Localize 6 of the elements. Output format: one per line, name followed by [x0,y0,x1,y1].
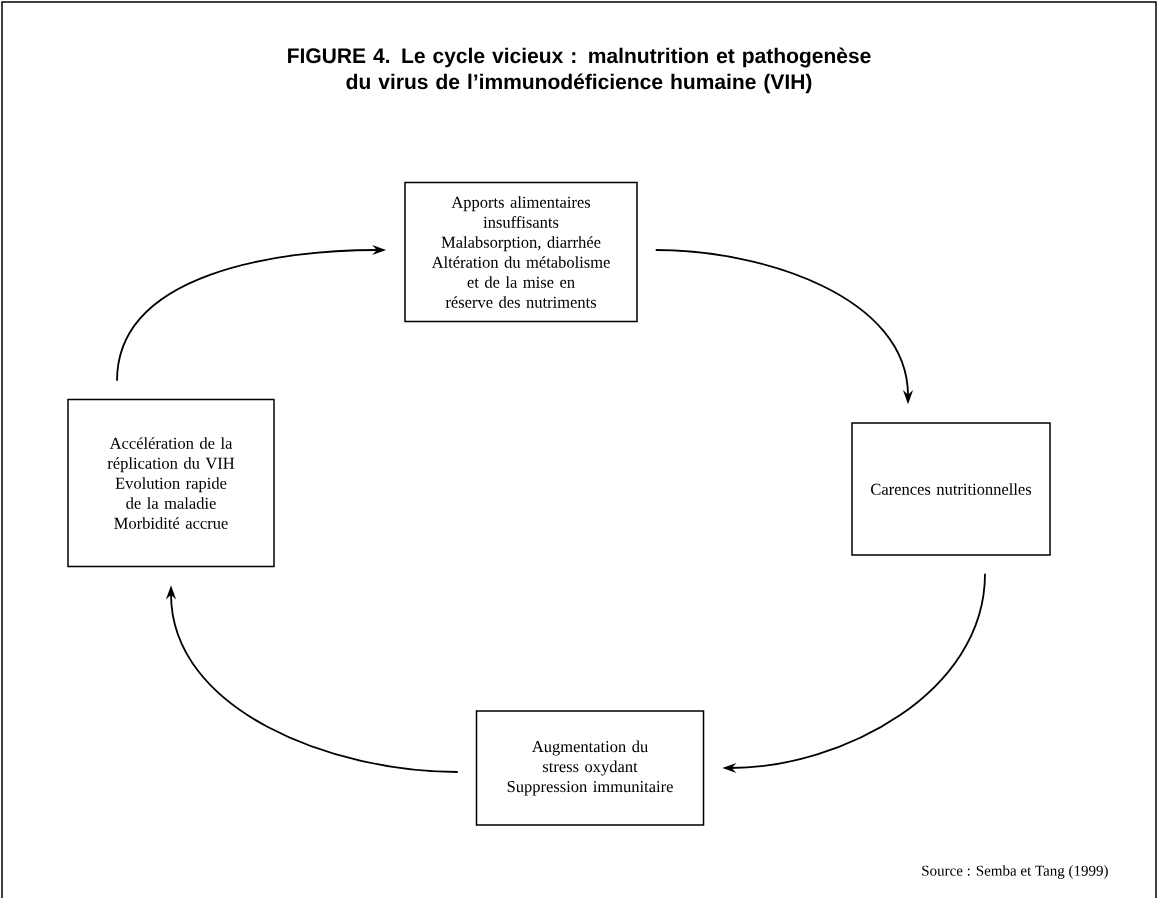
text-box: Apports alimentaires insuffisants Malabsorption, diarrhée Altération du métabolisme et de la mise en réserve des nutriments [404,181,638,323]
title: FIGURE 4. Le cycle vicieux : malnutrition et pathogenèse du virus de l’immunodéficience humaine (VIH) [288,47,871,94]
text-box: Carences nutritionnelles [851,422,1051,556]
text-box: Accélération de la réplication du VIH Evolution rapide de la maladie Morbidité accrue [67,398,275,568]
text-box: Augmentation du stress oxydant Suppression immunitaire [475,710,705,826]
source-note: Source : Semba et Tang (1999) [922,865,1108,879]
